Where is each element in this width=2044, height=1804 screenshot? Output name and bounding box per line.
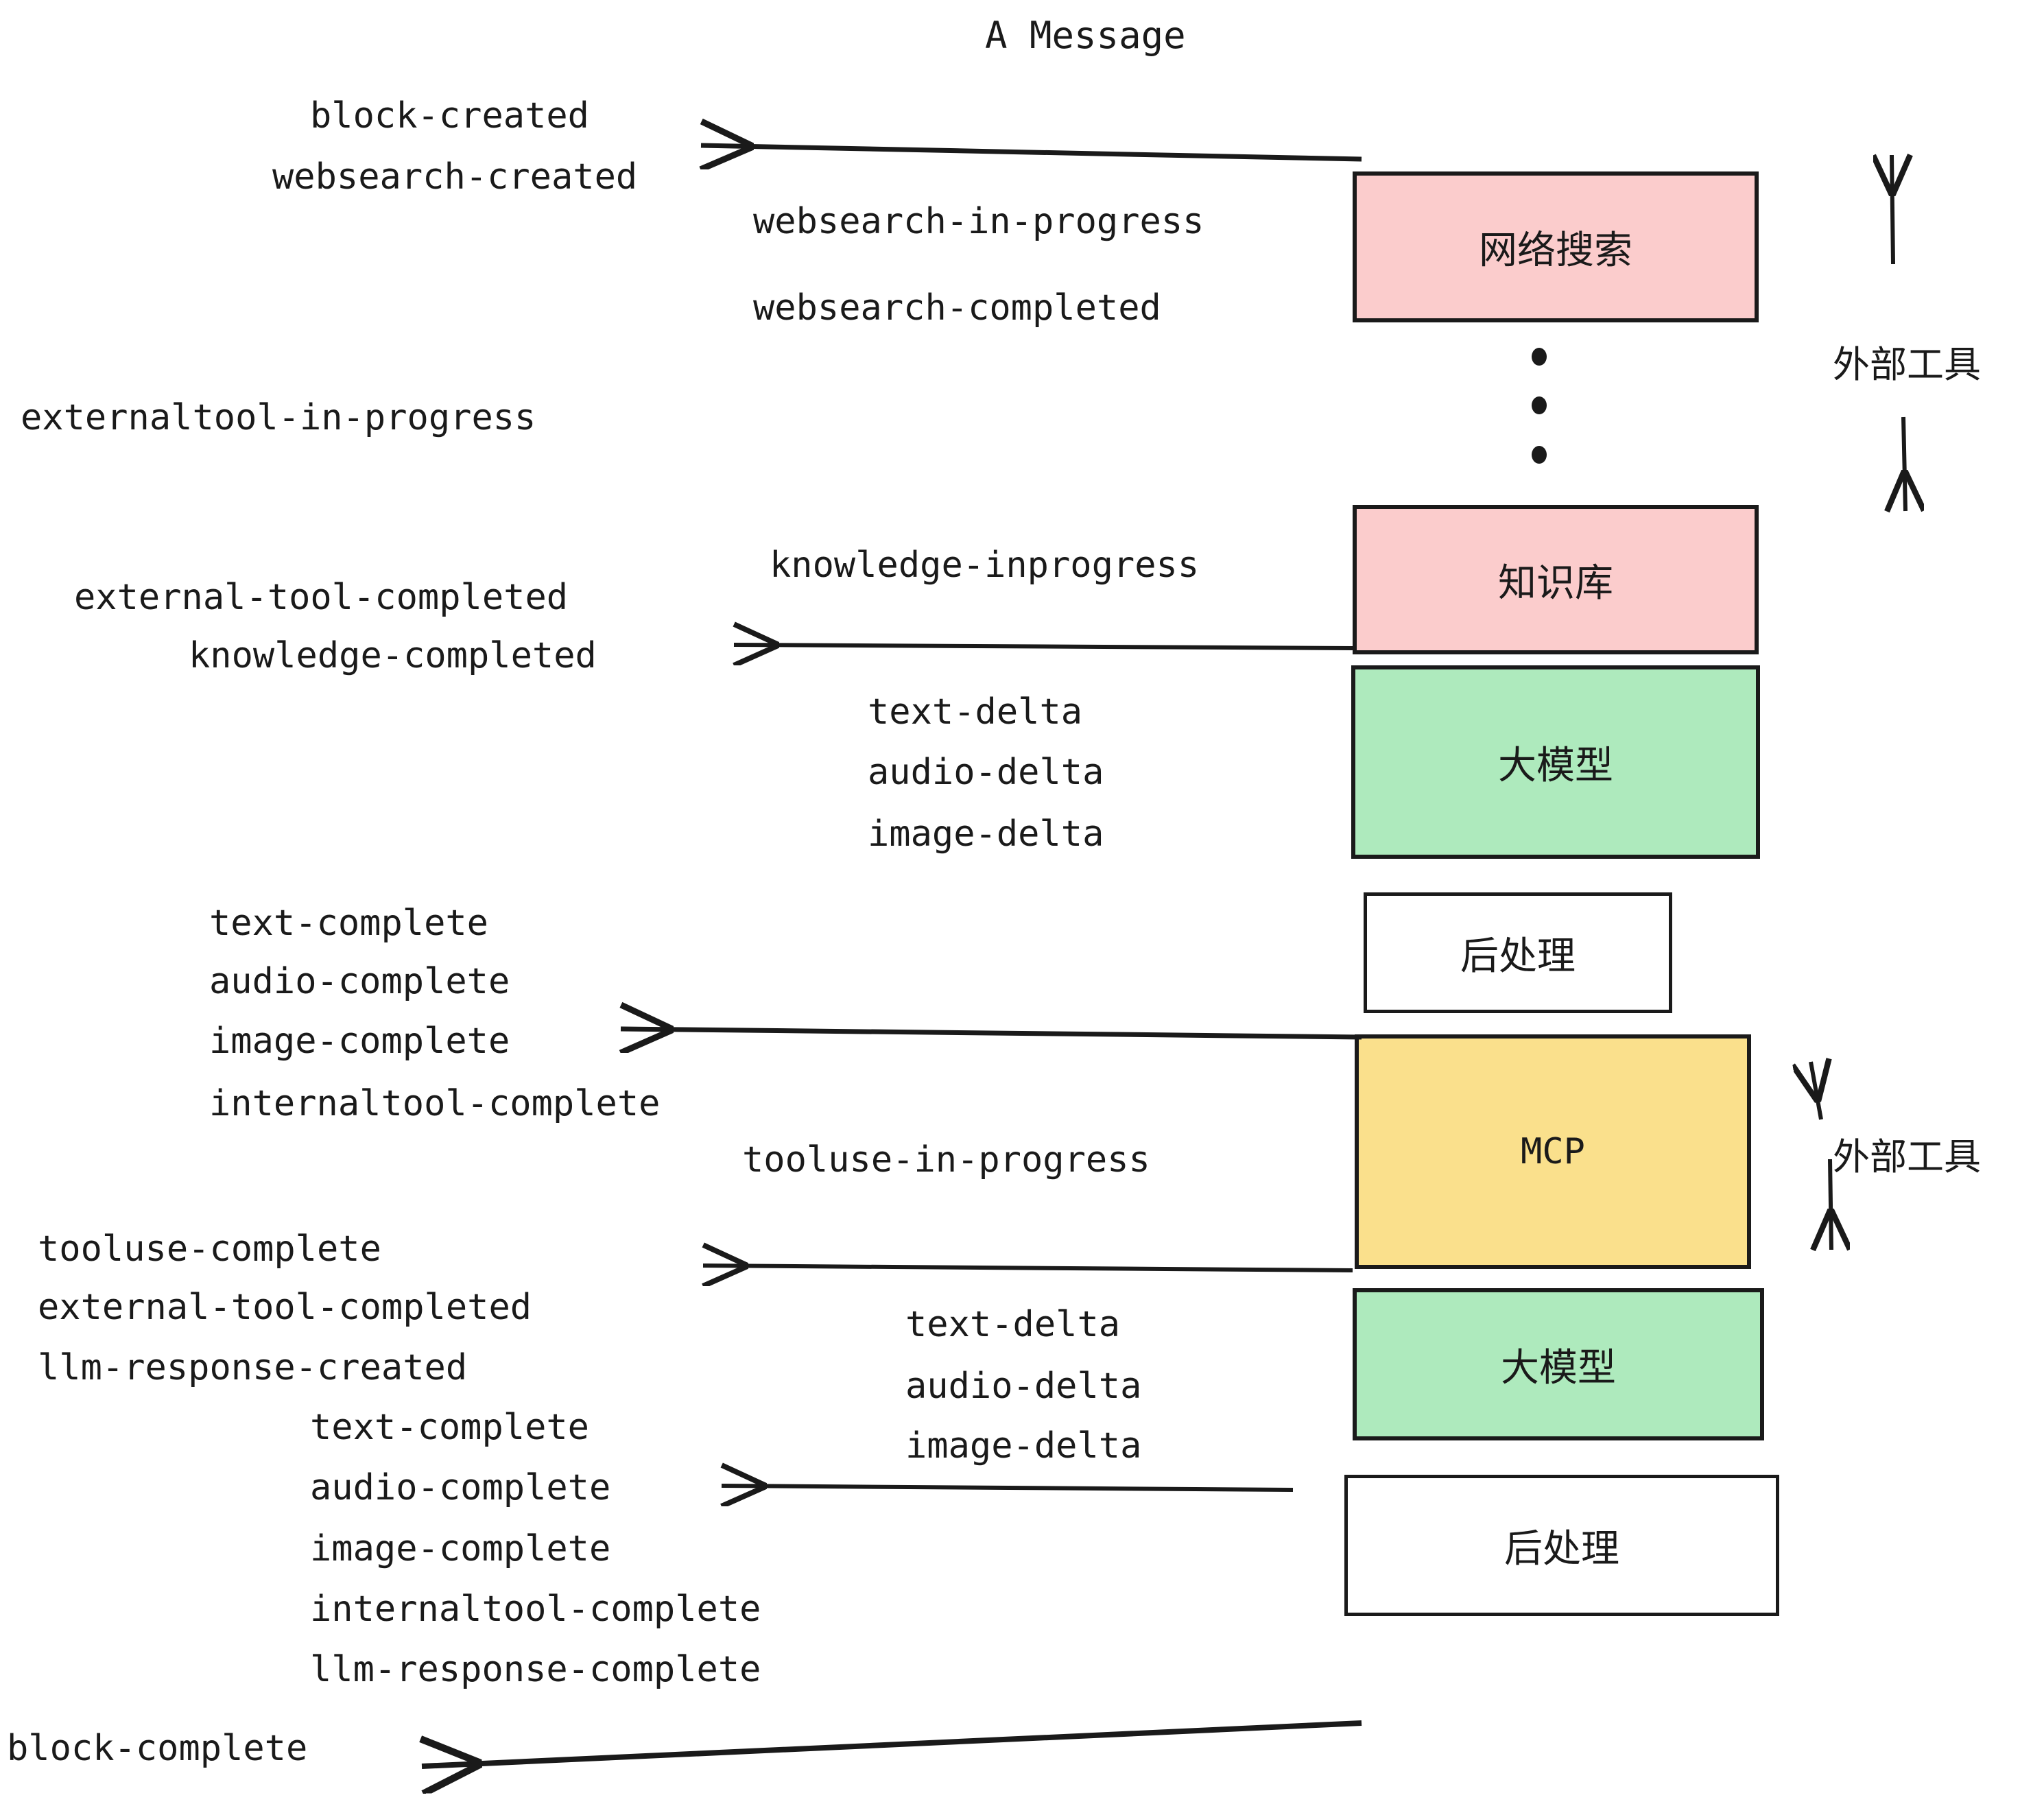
- event-image-delta-2: image-delta: [905, 1425, 1142, 1467]
- ellipsis-dot-2: [1532, 396, 1547, 414]
- event-text-complete-1: text-complete: [209, 903, 488, 944]
- event-tooluse-complete: tooluse-complete: [38, 1229, 381, 1270]
- node-mcp-label: MCP: [1521, 1131, 1585, 1172]
- event-audio-delta-1: audio-delta: [868, 752, 1104, 793]
- side-label-external-tool-bottom: 外部工具: [1833, 1135, 1981, 1178]
- event-llm-response-created: llm-response-created: [38, 1347, 468, 1388]
- node-llm-1[interactable]: 大模型: [1351, 665, 1760, 859]
- page-title: A Message: [985, 14, 1186, 57]
- node-websearch-label: 网络搜索: [1479, 228, 1632, 273]
- arrow-external-tool-bottom-down: [1830, 1159, 1831, 1250]
- arrow-external-tool-bottom-up: [1811, 1062, 1821, 1120]
- node-llm-2[interactable]: 大模型: [1353, 1288, 1764, 1440]
- node-knowledge-label: 知识库: [1498, 560, 1613, 606]
- event-websearch-completed: websearch-completed: [753, 287, 1161, 329]
- event-internaltool-complete-1: internaltool-complete: [209, 1083, 661, 1124]
- event-text-complete-2: text-complete: [310, 1407, 589, 1448]
- event-audio-delta-2: audio-delta: [905, 1366, 1142, 1407]
- event-block-complete: block-complete: [7, 1728, 308, 1769]
- event-internaltool-complete-2: internaltool-complete: [310, 1589, 761, 1630]
- node-llm-2-label: 大模型: [1501, 1345, 1616, 1390]
- event-externaltool-in-progress: externaltool-in-progress: [21, 397, 536, 438]
- event-websearch-in-progress: websearch-in-progress: [753, 201, 1204, 242]
- event-external-tool-completed-2: external-tool-completed: [38, 1287, 532, 1328]
- ellipsis-dot-1: [1532, 348, 1547, 366]
- node-postprocess-2[interactable]: 后处理: [1344, 1475, 1779, 1616]
- node-websearch[interactable]: 网络搜索: [1353, 171, 1759, 322]
- node-llm-1-label: 大模型: [1498, 743, 1613, 788]
- event-audio-complete-2: audio-complete: [310, 1467, 611, 1508]
- arrow-external-tool-top-down: [1903, 416, 1905, 511]
- event-image-delta-1: image-delta: [868, 814, 1104, 855]
- ellipsis-dot-3: [1532, 446, 1547, 464]
- arrow-postprocess-to-image-complete: [621, 1029, 1362, 1037]
- arrow-llm2-to-audio-complete: [722, 1486, 1294, 1490]
- event-text-delta-2: text-delta: [905, 1304, 1121, 1345]
- arrow-mcp-to-tooluse-complete: [703, 1266, 1353, 1270]
- event-text-delta-1: text-delta: [868, 691, 1083, 733]
- arrow-websearch-to-block-created: [701, 145, 1362, 159]
- arrow-knowledge-to-completed: [734, 645, 1353, 648]
- node-postprocess-1-label: 后处理: [1460, 934, 1576, 979]
- event-llm-response-complete: llm-response-complete: [310, 1649, 761, 1690]
- side-label-external-tool-top: 外部工具: [1833, 343, 1981, 386]
- node-postprocess-2-label: 后处理: [1504, 1526, 1619, 1571]
- event-audio-complete-1: audio-complete: [209, 961, 510, 1002]
- node-knowledge[interactable]: 知识库: [1353, 505, 1759, 654]
- event-tooluse-in-progress: tooluse-in-progress: [742, 1139, 1150, 1180]
- arrow-external-tool-top-up: [1892, 155, 1893, 265]
- arrow-postprocess2-to-block-complete: [422, 1720, 1362, 1766]
- event-block-created: block-created: [310, 95, 589, 137]
- event-external-tool-completed-1: external-tool-completed: [74, 577, 569, 618]
- event-knowledge-completed: knowledge-completed: [189, 635, 597, 676]
- event-image-complete-1: image-complete: [209, 1021, 510, 1062]
- event-knowledge-inprogress: knowledge-inprogress: [770, 545, 1200, 586]
- event-image-complete-2: image-complete: [310, 1528, 611, 1569]
- event-websearch-created: websearch-created: [272, 156, 638, 198]
- node-postprocess-1[interactable]: 后处理: [1364, 892, 1672, 1013]
- node-mcp[interactable]: MCP: [1355, 1034, 1751, 1269]
